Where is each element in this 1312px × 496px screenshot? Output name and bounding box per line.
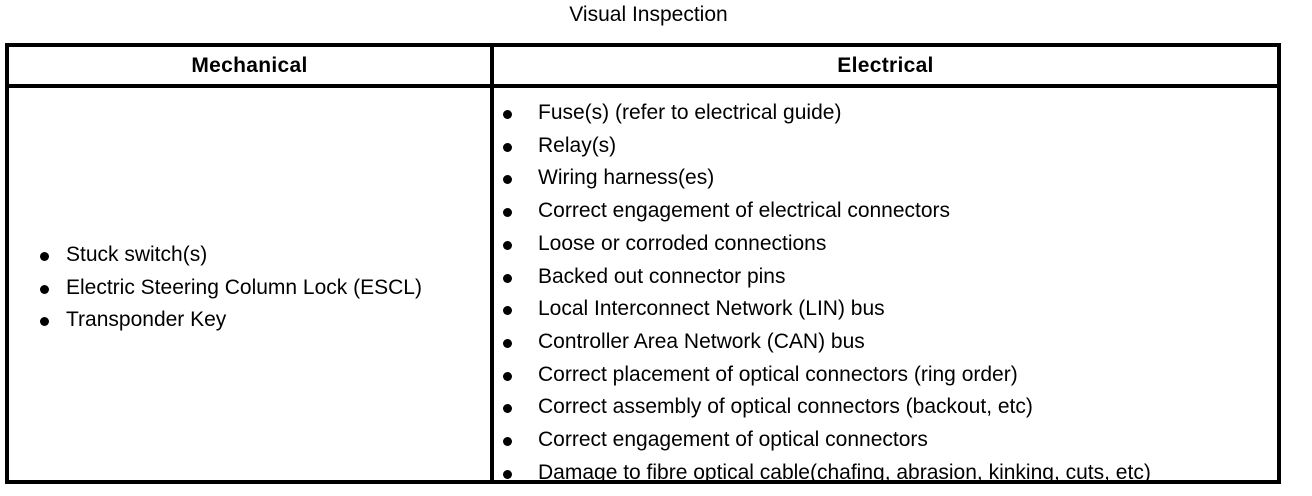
list-item: Transponder Key xyxy=(37,304,422,337)
list-item: Fuse(s) (refer to electrical guide) xyxy=(503,97,1151,130)
bullet-icon xyxy=(503,240,512,250)
list-item-label: Damage to fibre optical cable(chafing, a… xyxy=(538,460,1151,484)
list-item-label: Controller Area Network (CAN) bus xyxy=(538,329,865,353)
list-item: Electric Steering Column Lock (ESCL) xyxy=(37,272,422,305)
list-item: Wiring harness(es) xyxy=(503,162,1151,195)
list-item-label: Electric Steering Column Lock (ESCL) xyxy=(66,275,422,299)
bullet-icon xyxy=(503,469,512,479)
list-item: Controller Area Network (CAN) bus xyxy=(503,326,1151,359)
list-item-label: Loose or corroded connections xyxy=(538,231,827,255)
table-body-row: Stuck switch(s) Electric Steering Column… xyxy=(9,88,1277,484)
cell-electrical: Fuse(s) (refer to electrical guide) Rela… xyxy=(494,88,1277,484)
list-item-label: Backed out connector pins xyxy=(538,264,786,288)
list-item-label: Wiring harness(es) xyxy=(538,166,715,190)
list-item: Backed out connector pins xyxy=(503,261,1151,294)
list-item: Relay(s) xyxy=(503,130,1151,163)
list-item: Damage to fibre optical cable(chafing, a… xyxy=(503,457,1151,490)
list-item-label: Correct assembly of optical connectors (… xyxy=(538,395,1033,419)
list-item-label: Correct engagement of electrical connect… xyxy=(538,199,951,223)
bullet-icon xyxy=(503,273,512,283)
bullet-icon xyxy=(503,371,512,381)
cell-mechanical: Stuck switch(s) Electric Steering Column… xyxy=(9,88,490,480)
list-item-label: Correct engagement of optical connectors xyxy=(538,428,928,452)
list-item-label: Transponder Key xyxy=(66,308,227,331)
electrical-list: Fuse(s) (refer to electrical guide) Rela… xyxy=(503,97,1151,489)
list-item: Correct assembly of optical connectors (… xyxy=(503,391,1151,424)
visual-inspection-table: Mechanical Electrical Stuck switch(s) El… xyxy=(5,43,1281,484)
list-item: Stuck switch(s) xyxy=(37,239,422,272)
mechanical-list: Stuck switch(s) Electric Steering Column… xyxy=(37,239,422,337)
bullet-icon xyxy=(503,208,512,218)
list-item: Correct engagement of optical connectors xyxy=(503,424,1151,457)
list-item-label: Fuse(s) (refer to electrical guide) xyxy=(538,101,842,124)
bullet-icon xyxy=(503,142,512,152)
bullet-icon xyxy=(40,284,49,294)
bullet-icon xyxy=(503,338,512,348)
list-item: Loose or corroded connections xyxy=(503,228,1151,261)
bullet-icon xyxy=(40,252,49,261)
bullet-icon xyxy=(503,110,512,119)
bullet-icon xyxy=(503,306,512,316)
table-header-row: Mechanical Electrical xyxy=(9,47,1277,88)
page-title: Visual Inspection xyxy=(569,3,728,26)
bullet-icon xyxy=(503,404,512,414)
column-header-mechanical: Mechanical xyxy=(191,53,308,77)
list-item-label: Relay(s) xyxy=(538,133,617,157)
list-item-label: Local Interconnect Network (LIN) bus xyxy=(538,297,885,321)
list-item-label: Correct placement of optical connectors … xyxy=(538,362,1018,386)
list-item: Correct engagement of electrical connect… xyxy=(503,195,1151,228)
bullet-icon xyxy=(503,175,512,185)
column-divider xyxy=(490,47,494,480)
list-item-label: Stuck switch(s) xyxy=(66,243,208,266)
bullet-icon xyxy=(503,437,512,447)
list-item: Correct placement of optical connectors … xyxy=(503,359,1151,392)
column-header-electrical: Electrical xyxy=(837,53,934,77)
bullet-icon xyxy=(40,317,49,326)
list-item: Local Interconnect Network (LIN) bus xyxy=(503,293,1151,326)
